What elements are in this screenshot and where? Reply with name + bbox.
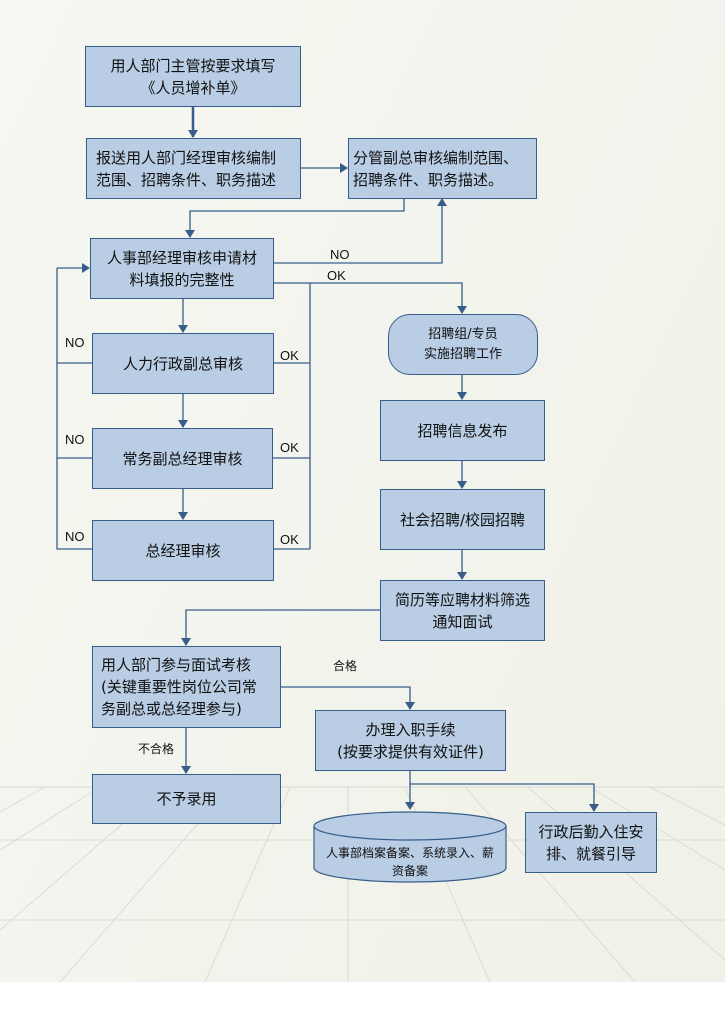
node-reject[interactable]: 不予录用 — [92, 774, 281, 824]
node-hr-archive[interactable]: 人事部档案备案、系统录入、薪 资备案 — [325, 846, 494, 878]
arrow-screen-to-interview — [181, 609, 380, 646]
label-pass: 合格 — [333, 659, 358, 673]
arrow-hr-no-to-vp — [273, 198, 447, 264]
node-hr-admin-vp-review[interactable]: 人力行政副总审核 — [92, 333, 274, 394]
node-publish-info[interactable]: 招聘信息发布 — [380, 400, 545, 461]
label-no-top: NO — [330, 247, 350, 262]
node-onboarding[interactable]: 办理入职手续 (按要求提供有效证件) — [315, 710, 506, 771]
label-fail: 不合格 — [138, 742, 175, 756]
node-recruit-team[interactable]: 招聘组/专员 实施招聘工作 — [388, 314, 538, 375]
label-no-1: NO — [65, 335, 85, 350]
label-no-2: NO — [65, 432, 85, 447]
arrow-interview-pass — [280, 686, 415, 710]
label-ok-2: OK — [280, 440, 299, 455]
label-ok-top: OK — [327, 268, 346, 283]
node-gm-review[interactable]: 总经理审核 — [92, 520, 274, 581]
line-no-bus — [56, 268, 92, 550]
node-fill-form[interactable]: 用人部门主管按要求填写 《人员增补单》 — [85, 46, 301, 107]
node-dept-manager-review[interactable]: 报送用人部门经理审核编制 范围、招聘条件、职务描述 — [86, 138, 301, 199]
node-admin-logistics[interactable]: 行政后勤入住安 排、就餐引导 — [525, 812, 657, 873]
label-ok-3: OK — [280, 532, 299, 547]
node-executive-vp-review[interactable]: 常务副总经理审核 — [92, 428, 273, 489]
label-ok-1: OK — [280, 348, 299, 363]
arrow-onboard-to-admin — [410, 783, 599, 812]
node-social-campus[interactable]: 社会招聘/校园招聘 — [380, 489, 545, 550]
cylinder-shape — [313, 811, 507, 883]
arrow-hr-ok-to-recruit — [273, 282, 467, 314]
node-hr-manager-review[interactable]: 人事部经理审核申请材 料填报的完整性 — [90, 238, 274, 299]
label-no-3: NO — [65, 529, 85, 544]
arrow-vp-to-hr — [185, 198, 405, 238]
node-vp-review[interactable]: 分管副总审核编制范围、 招聘条件、职务描述。 — [348, 138, 537, 199]
node-screen-resumes[interactable]: 简历等应聘材料筛选 通知面试 — [380, 580, 545, 641]
node-interview[interactable]: 用人部门参与面试考核 (关键重要性岗位公司常 务副总或总经理参与) — [92, 646, 281, 728]
